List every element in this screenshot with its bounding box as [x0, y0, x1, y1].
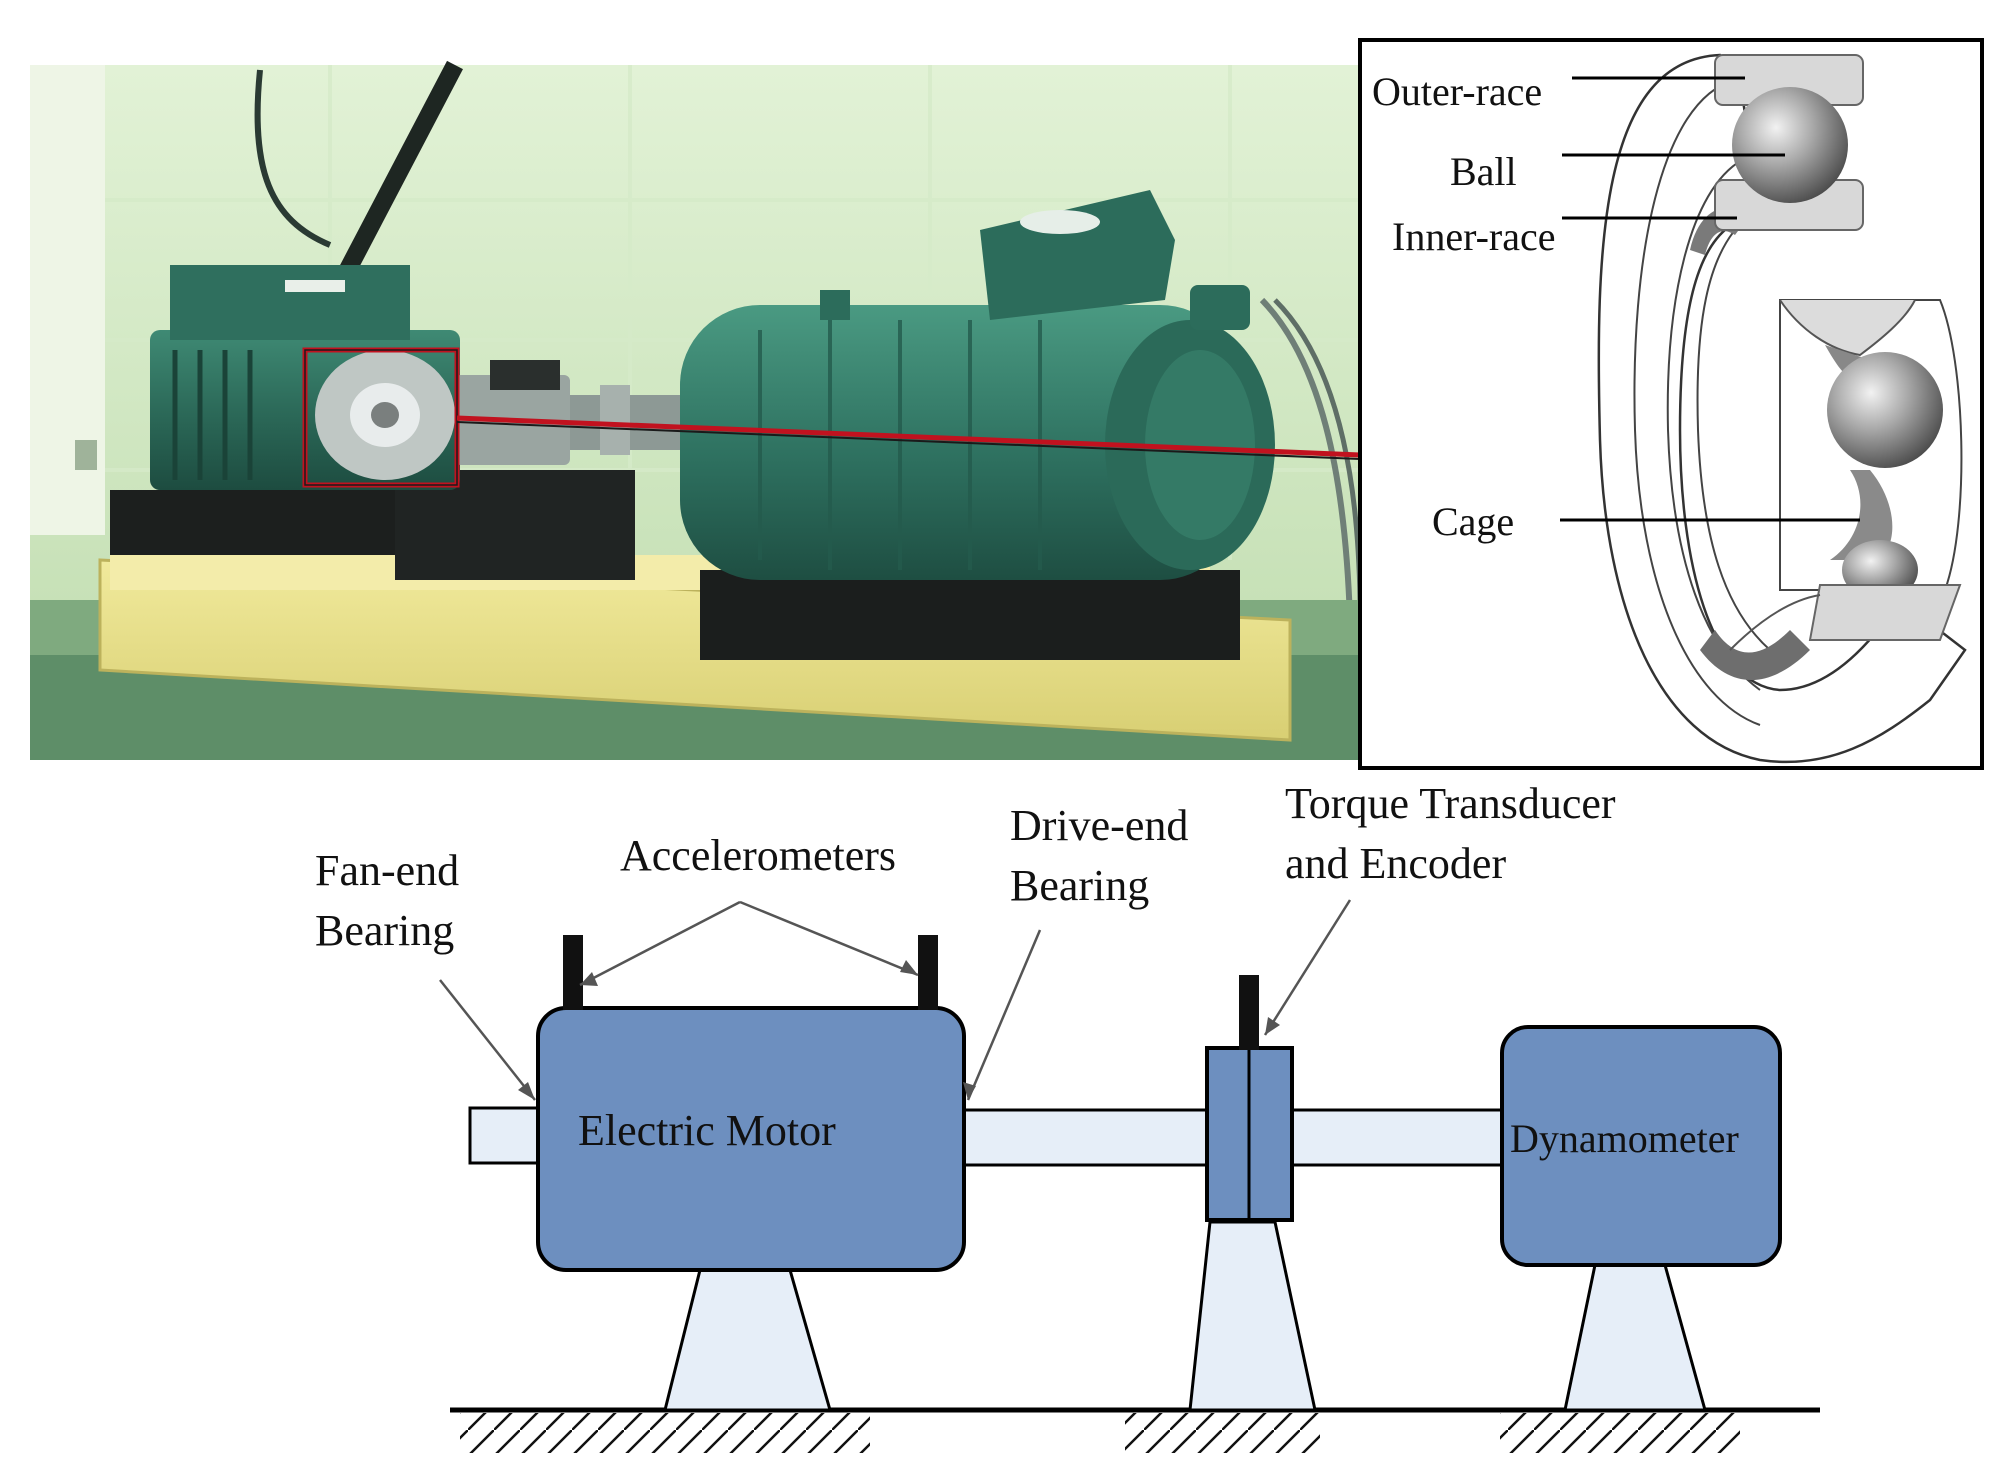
- label-dynamometer: Dynamometer: [1510, 1116, 1739, 1161]
- shaft-dynamometer: [1290, 1108, 1509, 1167]
- dynamometer-block: [1500, 1025, 1782, 1267]
- motor-support: [663, 1268, 832, 1412]
- label-ball: Ball: [1450, 149, 1517, 194]
- electric-motor-block: [536, 1006, 966, 1272]
- zoom-connector-line: [456, 415, 1361, 458]
- ground-hatch-3: [1500, 1413, 1740, 1453]
- test-rig-schematic: Electric Motor Dynamometer Fan-end Bea: [315, 779, 1820, 1453]
- label-torque-line1: Torque Transducer: [1285, 779, 1616, 828]
- ground-hatch-1: [460, 1413, 870, 1453]
- shaft-fan-end: [468, 1106, 542, 1165]
- dynamometer-support: [1563, 1263, 1707, 1412]
- bearing-inset: Outer-race Ball Inner-race Cage: [1358, 38, 1984, 770]
- label-fan-end-line1: Fan-end: [315, 846, 459, 895]
- encoder-sensor: [1239, 975, 1259, 1050]
- accelerometer-fan-end: [563, 935, 583, 1010]
- transducer-support: [1188, 1220, 1317, 1412]
- accelerometer-drive-end: [918, 935, 938, 1010]
- label-outer-race: Outer-race: [1372, 69, 1542, 114]
- ground-hatch-2: [1125, 1413, 1320, 1453]
- label-electric-motor: Electric Motor: [578, 1106, 836, 1155]
- shaft-drive-end: [960, 1108, 1214, 1167]
- label-drive-end-line1: Drive-end: [1010, 801, 1188, 850]
- label-drive-end-line2: Bearing: [1010, 861, 1149, 910]
- label-fan-end-line2: Bearing: [315, 906, 454, 955]
- label-torque-line2: and Encoder: [1285, 839, 1506, 888]
- label-inner-race: Inner-race: [1392, 214, 1556, 259]
- test-rig-photo: [30, 60, 1363, 760]
- label-accelerometers: Accelerometers: [620, 831, 896, 880]
- label-cage: Cage: [1432, 499, 1514, 544]
